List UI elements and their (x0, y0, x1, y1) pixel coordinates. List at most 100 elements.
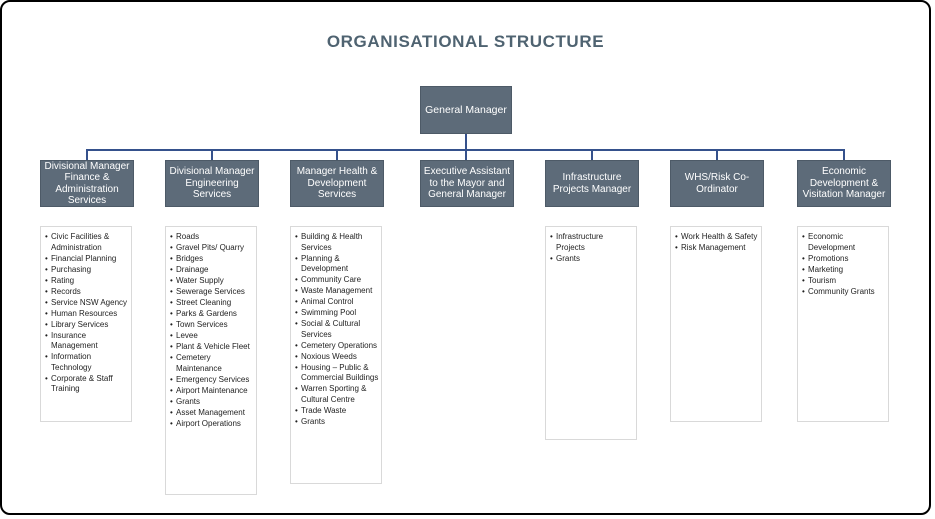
list-item-label: Rating (51, 275, 75, 285)
dept-column-infrastructure: Infrastructure Projects Manager •Infrast… (545, 160, 640, 440)
list-item: •Grants (550, 254, 634, 265)
list-item-label: Library Services (51, 319, 109, 329)
list-item-label: Information Technology (51, 352, 92, 372)
list-item-label: Town Services (176, 320, 228, 329)
list-item: •Records (45, 287, 129, 298)
bullet-icon: • (170, 276, 173, 285)
list-item-label: Civic Facilities & Administration (51, 232, 110, 252)
dept-list-whs-risk: •Work Health & Safety•Risk Management (670, 226, 762, 422)
bullet-icon: • (170, 298, 173, 307)
dept-column-whs-risk: WHS/Risk Co-Ordinator •Work Health & Saf… (670, 160, 765, 422)
bullet-icon: • (45, 297, 48, 307)
list-item-label: Warren Sporting & Cultural Centre (301, 384, 367, 404)
bullet-icon: • (295, 275, 298, 284)
list-item: •Corporate & Staff Training (45, 374, 129, 395)
list-item-label: Service NSW Agency (51, 297, 128, 307)
list-item: •Community Grants (802, 287, 886, 298)
list-item-label: Community Care (301, 275, 362, 284)
connector-drop (465, 149, 467, 160)
list-item-label: Infrastructure Projects (556, 232, 604, 252)
bullet-icon: • (45, 352, 48, 361)
list-item-label: Promotions (808, 253, 849, 263)
list-item-label: Human Resources (51, 308, 118, 318)
bullet-icon: • (45, 373, 48, 383)
list-item: •Grants (295, 417, 379, 428)
list-item: •Information Technology (45, 352, 129, 373)
connector-drop (211, 149, 213, 160)
bullet-icon: • (295, 384, 298, 393)
dept-box-whs-risk: WHS/Risk Co-Ordinator (670, 160, 764, 207)
list-item-label: Grants (556, 253, 581, 263)
list-item-label: Work Health & Safety (681, 232, 758, 241)
list-item: •Service NSW Agency (45, 298, 129, 309)
list-item: •Water Supply (170, 276, 254, 287)
dept-list-engineering: •Roads•Gravel Pits/ Quarry•Bridges•Drain… (165, 226, 257, 495)
bullet-icon: • (45, 232, 48, 241)
dept-list-infrastructure: •Infrastructure Projects •Grants (545, 226, 637, 440)
list-item: •Warren Sporting & Cultural Centre (295, 384, 379, 405)
list-item: •Sewerage Services (170, 287, 254, 298)
bullet-icon: • (802, 275, 805, 285)
list-item: •Rating (45, 276, 129, 287)
bullet-icon: • (295, 319, 298, 328)
list-item-label: Bridges (176, 254, 204, 263)
list-item: •Roads (170, 232, 254, 243)
list-item-label: Trade Waste (301, 405, 347, 415)
list-item-label: Risk Management (681, 243, 746, 252)
list-item: •Drainage (170, 265, 254, 276)
bullet-icon: • (802, 286, 805, 296)
bullet-icon: • (45, 275, 48, 285)
bullet-icon: • (45, 253, 48, 263)
list-item-label: Community Grants (808, 286, 875, 296)
bullet-icon: • (170, 331, 173, 340)
dept-box-executive-assistant: Executive Assistant to the Mayor and Gen… (420, 160, 514, 207)
list-item: •Emergency Services (170, 375, 254, 386)
list-item: •Plant & Vehicle Fleet (170, 342, 254, 353)
dept-column-health-development: Manager Health & Development Services •B… (290, 160, 385, 484)
list-item: •Airport Operations (170, 419, 254, 430)
dept-box-economic-development: Economic Development & Visitation Manage… (797, 160, 891, 207)
bullet-icon: • (170, 309, 173, 318)
bullet-icon: • (295, 340, 298, 350)
list-item: •Bridges (170, 254, 254, 265)
bullet-icon: • (45, 286, 48, 296)
connector-drop (716, 149, 718, 160)
bullet-icon: • (45, 308, 48, 318)
list-item-label: Street Cleaning (176, 298, 232, 307)
bullet-icon: • (170, 418, 173, 428)
list-item-label: Social & Cultural Services (301, 319, 361, 339)
bullet-icon: • (802, 232, 805, 241)
list-item-label: Waste Management (301, 286, 373, 295)
dept-column-economic-development: Economic Development & Visitation Manage… (797, 160, 892, 422)
list-item: •Insurance Management (45, 331, 129, 352)
list-item: •Tourism (802, 276, 886, 287)
bullet-icon: • (295, 416, 298, 426)
bullet-icon: • (170, 254, 173, 263)
connector-drop (591, 149, 593, 160)
list-item: •Financial Planning (45, 254, 129, 265)
page-title: ORGANISATIONAL STRUCTURE (326, 32, 605, 51)
list-item-label: Drainage (176, 265, 209, 274)
list-item: •Risk Management (675, 243, 759, 254)
list-item-label: Airport Maintenance (176, 385, 248, 395)
bullet-icon: • (675, 232, 678, 241)
general-manager-box: General Manager (420, 86, 512, 134)
dept-column-engineering: Divisional Manager Engineering Services … (165, 160, 260, 495)
dept-list-economic-development: •Economic Development•Promotions•Marketi… (797, 226, 889, 422)
bullet-icon: • (550, 232, 553, 241)
list-item: •Work Health & Safety (675, 232, 759, 243)
bullet-icon: • (170, 232, 173, 241)
bullet-icon: • (45, 330, 48, 340)
connector-gm-stub (465, 134, 467, 151)
list-item-label: Plant & Vehicle Fleet (176, 342, 250, 351)
list-item-label: Gravel Pits/ Quarry (176, 243, 245, 252)
bullet-icon: • (170, 396, 173, 406)
list-item-label: Economic Development (808, 232, 856, 252)
list-item: •Asset Management (170, 408, 254, 419)
dept-box-finance-admin: Divisional Manager Finance & Administrat… (40, 160, 134, 207)
bullet-icon: • (170, 243, 173, 252)
connector-drop (86, 149, 88, 160)
list-item-label: Airport Operations (176, 418, 241, 428)
bullet-icon: • (295, 286, 298, 295)
list-item-label: Sewerage Services (176, 287, 245, 296)
